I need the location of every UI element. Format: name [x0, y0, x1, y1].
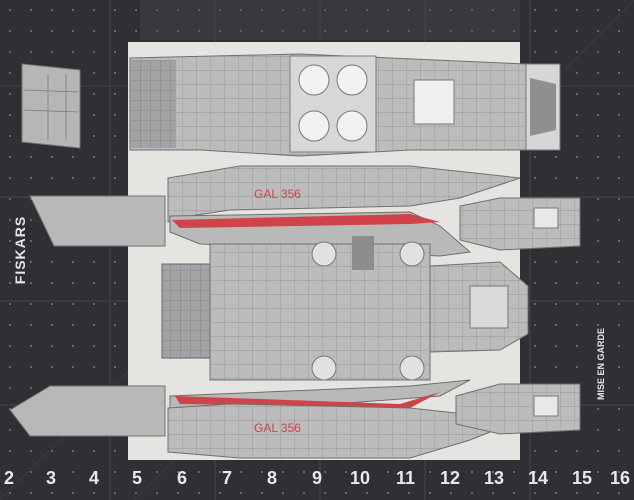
ruler-number: 7: [222, 468, 233, 488]
ruler-number: 9: [312, 468, 323, 488]
ruler-number: 12: [440, 468, 461, 488]
vent-circle-4: [336, 110, 368, 142]
ruler-number: 2: [4, 468, 15, 488]
ruler-number: 14: [528, 468, 549, 488]
lower-body-hatch: [469, 285, 509, 329]
rear-panel-lines: [23, 74, 79, 140]
ruler-number: 11: [396, 468, 416, 488]
ruler-number: 4: [89, 468, 100, 488]
wing-left-upper: [29, 195, 166, 247]
thruster-4: [399, 355, 425, 381]
engine-part-upper: [459, 197, 581, 251]
ruler-number: 16: [610, 468, 631, 488]
engine-part-lower-window: [533, 395, 559, 417]
engine-part-lower: [455, 383, 581, 435]
mat-warning-title: MISE EN GARDE: [596, 327, 606, 400]
hull-label-bottom: GAL 356: [254, 421, 301, 435]
ruler-number: 15: [572, 468, 593, 488]
ruler-number: 8: [267, 468, 278, 488]
rear-panel-top-left: [21, 63, 81, 149]
mat-brand-label: FISKARS: [12, 215, 29, 285]
thruster-1: [311, 241, 337, 267]
hull-label-top: GAL 356: [254, 187, 301, 201]
thruster-3: [311, 355, 337, 381]
ruler-number: 3: [46, 468, 57, 488]
ruler-number: 5: [132, 468, 143, 488]
vent-circle-3: [298, 110, 330, 142]
vent-circle-1: [298, 64, 330, 96]
engine-part-upper-window: [533, 207, 559, 229]
upper-deck-hatch: [413, 79, 455, 125]
ruler-number: 13: [484, 468, 505, 488]
light-glare: [140, 0, 520, 40]
vent-circle-2: [336, 64, 368, 96]
side-hull-lower: [167, 403, 521, 459]
ruler-number: 10: [350, 468, 371, 488]
upper-deck-rear-block: [130, 60, 176, 148]
ruler-number: 6: [177, 468, 188, 488]
cockpit-detail: [352, 236, 374, 270]
thruster-2: [399, 241, 425, 267]
upper-deck-nose-dark: [530, 78, 556, 136]
wing-left-lower: [9, 385, 166, 437]
red-stripe-upper: [172, 214, 440, 228]
